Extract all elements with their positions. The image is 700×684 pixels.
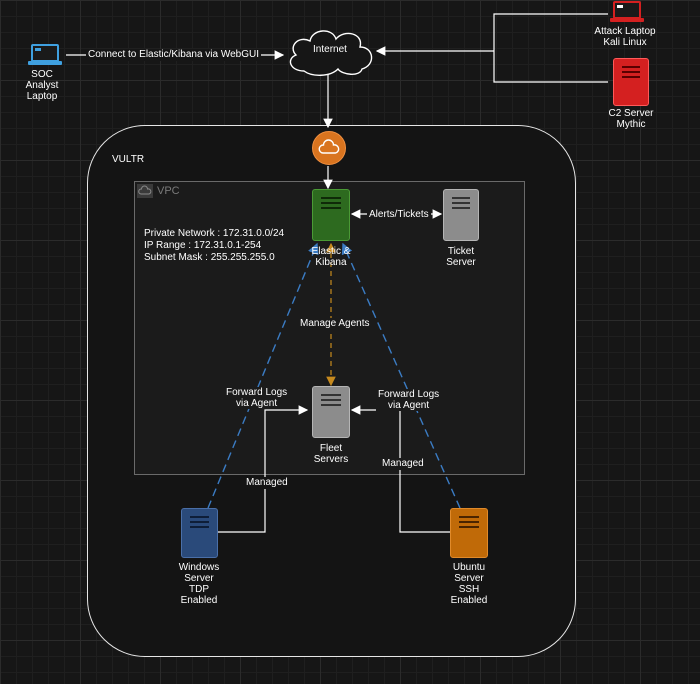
ticket-server-icon[interactable] — [443, 189, 479, 241]
alerts-label: Alerts/Tickets — [367, 209, 431, 221]
ubuntu-server-label: Ubuntu Server SSH Enabled — [450, 562, 488, 606]
internet-label: Internet — [313, 44, 347, 55]
forward-logs-left-label: Forward Logs via Agent — [224, 387, 290, 409]
c2-server-label: C2 Server Mythic — [608, 108, 654, 130]
laptop-icon[interactable] — [28, 44, 62, 71]
c2-server-icon[interactable] — [613, 58, 649, 106]
managed-right-label: Managed — [380, 458, 426, 470]
windows-server-label: Windows Server TDP Enabled — [178, 562, 220, 606]
network-info-subnet: Subnet Mask : 255.255.255.0 — [144, 252, 275, 263]
attack-laptop-label: Attack Laptop Kali Linux — [594, 26, 656, 48]
edge-ubuntu-elastic — [341, 242, 461, 509]
manage-agents-label: Manage Agents — [298, 318, 372, 330]
elastic-label: Elastic & Kibana — [311, 246, 351, 268]
ticket-server-label: Ticket Server — [446, 246, 476, 268]
network-info-range: IP Range : 172.31.0.1-254 — [144, 240, 262, 251]
fleet-server-icon[interactable] — [312, 386, 350, 438]
vultr-label: VULTR — [112, 154, 145, 165]
elastic-server-icon[interactable] — [312, 189, 350, 241]
network-info-private: Private Network : 172.31.0.0/24 — [144, 228, 285, 239]
internet-cloud-icon[interactable] — [282, 25, 378, 82]
vpc-cloud-icon — [137, 184, 153, 203]
soc-laptop-label: SOC Analyst Laptop — [25, 69, 59, 102]
attack-laptop-icon[interactable] — [610, 1, 644, 28]
vpc-label: VPC — [157, 185, 180, 197]
forward-logs-right-label: Forward Logs via Agent — [376, 389, 442, 411]
vultr-cloud-icon[interactable] — [312, 131, 346, 165]
fleet-server-label: Fleet Servers — [313, 443, 349, 465]
managed-left-label: Managed — [244, 477, 290, 489]
ubuntu-server-icon[interactable] — [450, 508, 488, 558]
edge-attack-c2-bracket — [493, 13, 608, 83]
edge-windows-fleet — [218, 405, 309, 533]
edge-ubuntu-fleet — [350, 405, 450, 533]
edge-windows-elastic — [207, 242, 319, 509]
windows-server-icon[interactable] — [181, 508, 218, 558]
soc-connect-label: Connect to Elastic/Kibana via WebGUI — [86, 49, 262, 61]
